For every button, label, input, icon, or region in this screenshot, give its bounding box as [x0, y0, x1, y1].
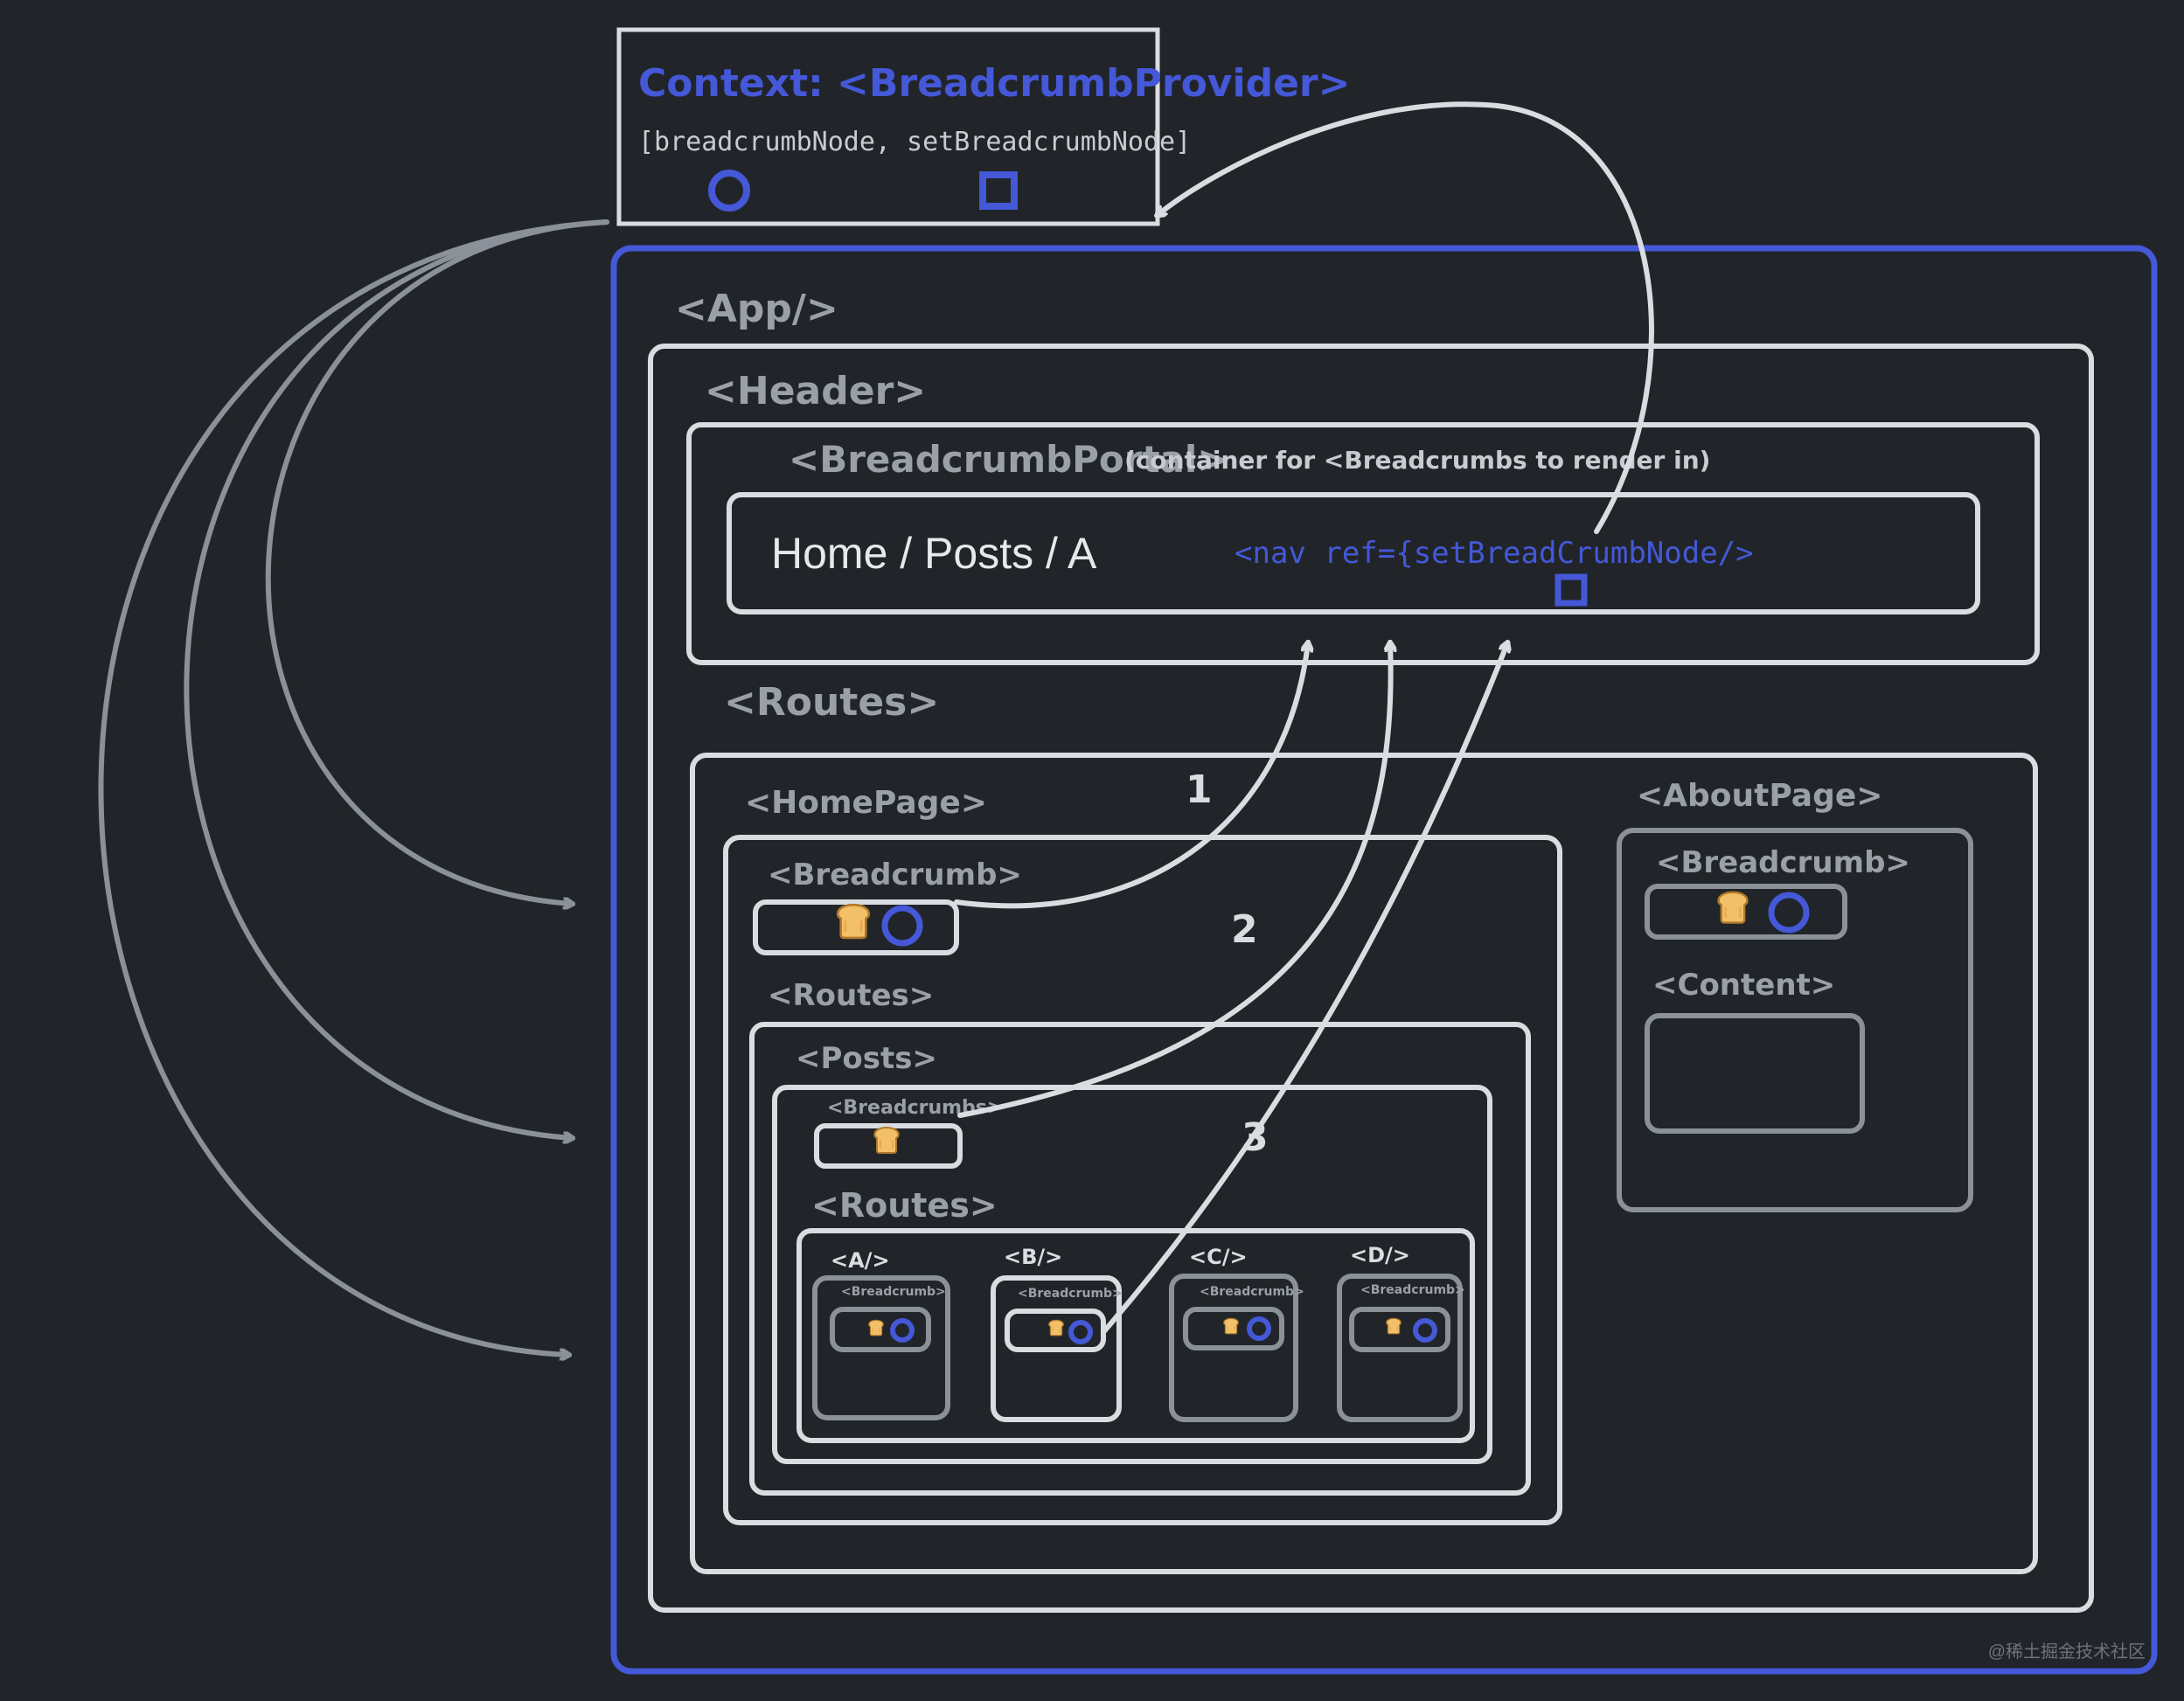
route-c-breadcrumb-label: <Breadcrumb>	[1200, 1285, 1304, 1299]
route-d-box	[1337, 1274, 1463, 1422]
nav-bar-box	[727, 492, 1980, 614]
breadcrumb-portal-label: <BreadcrumbPortal>	[789, 438, 1228, 481]
context-arrows	[98, 219, 609, 1355]
homepage-breadcrumb-box	[753, 899, 959, 955]
posts-label: <Posts>	[796, 1041, 937, 1076]
context-provider-box: Context: <BreadcrumbProvider> [breadcrum…	[616, 27, 1350, 226]
bread-emoji-icon	[1048, 1319, 1064, 1336]
breadcrumb-node-circle-icon	[1768, 892, 1810, 934]
breadcrumb-node-circle-icon	[1068, 1320, 1093, 1344]
route-c-box	[1169, 1274, 1298, 1422]
aboutpage-content-box	[1645, 1013, 1865, 1134]
portal-arrows	[954, 643, 1507, 1335]
route-d: <D/> <Breadcrumb>	[1337, 1243, 1465, 1422]
breadcrumb-node-circle-icon	[890, 1318, 915, 1343]
set-breadcrumb-node-square-icon	[979, 171, 1018, 210]
bread-emoji-icon	[836, 903, 871, 940]
step-2-label: 2	[1231, 907, 1258, 952]
routes-label: <Routes>	[724, 680, 939, 725]
nav-ref-code: <nav ref={setBreadCrumbNode/>	[1235, 536, 1754, 571]
bread-emoji-icon	[1386, 1317, 1402, 1335]
breadcrumb-trail-text: Home / Posts / A	[771, 529, 1097, 578]
bread-emoji-icon	[1223, 1317, 1239, 1335]
bread-emoji-icon	[873, 1127, 900, 1154]
watermark: @稀土掘金技术社区	[1988, 1642, 2146, 1662]
posts-routes-box	[796, 1228, 1475, 1443]
breadcrumb-node-circle-icon	[1413, 1318, 1437, 1343]
route-a-label: <A/>	[831, 1248, 890, 1273]
route-a-box	[812, 1275, 950, 1420]
breadcrumb-portal-box	[686, 422, 2040, 665]
route-d-breadcrumb-label: <Breadcrumb>	[1360, 1283, 1465, 1297]
route-b-breadcrumb-label: <Breadcrumb>	[1018, 1287, 1123, 1301]
route-a-breadcrumb-label: <Breadcrumb>	[841, 1285, 946, 1299]
route-c: <C/> <Breadcrumb>	[1169, 1245, 1304, 1422]
breadcrumb-node-circle-icon	[708, 170, 750, 212]
homepage-box	[723, 835, 1562, 1525]
routes-box	[690, 753, 2038, 1574]
nav-to-context-arrow	[1158, 101, 1654, 534]
route-a-breadcrumb-box	[830, 1307, 931, 1352]
posts-breadcrumbs-label: <Breadcrumbs>	[827, 1097, 1003, 1119]
app-label: <App/>	[675, 287, 838, 331]
context-state: [breadcrumbNode, setBreadcrumbNode]	[638, 127, 1191, 157]
app-box	[610, 245, 2158, 1675]
breadcrumb-node-circle-icon	[881, 905, 923, 947]
bread-emoji-icon	[1717, 891, 1749, 924]
posts-breadcrumbs-box	[814, 1123, 963, 1169]
homepage-label: <HomePage>	[745, 785, 987, 821]
step-3-label: 3	[1242, 1115, 1269, 1160]
context-title: Context: <BreadcrumbProvider>	[638, 61, 1350, 106]
aboutpage-content-label: <Content>	[1652, 968, 1835, 1003]
posts-box	[772, 1085, 1492, 1464]
breadcrumb-portal-note: (container for <Breadcrumbs to render in…	[1124, 446, 1710, 475]
aboutpage-label: <AboutPage>	[1637, 778, 1882, 814]
route-a: <A/> <Breadcrumb>	[812, 1248, 950, 1420]
aboutpage-breadcrumb-box	[1645, 884, 1847, 940]
posts-routes-label: <Routes>	[811, 1186, 998, 1225]
aboutpage-breadcrumb-label: <Breadcrumb>	[1656, 845, 1910, 880]
bread-emoji-icon	[868, 1319, 884, 1336]
homepage-routes-box	[749, 1022, 1531, 1496]
step-1-label: 1	[1186, 767, 1213, 812]
route-d-breadcrumb-box	[1349, 1307, 1450, 1352]
nav-square-icon	[1555, 573, 1588, 607]
route-b-label: <B/>	[1004, 1245, 1062, 1269]
homepage-routes-label: <Routes>	[768, 978, 934, 1013]
route-d-label: <D/>	[1350, 1243, 1410, 1267]
header-box	[648, 344, 2094, 1613]
route-b: <B/> <Breadcrumb>	[991, 1245, 1123, 1422]
homepage-breadcrumb-label: <Breadcrumb>	[768, 857, 1022, 892]
aboutpage-box	[1617, 828, 1973, 1212]
breadcrumb-node-circle-icon	[1247, 1316, 1271, 1341]
header-label: <Header>	[705, 369, 926, 413]
route-b-box	[991, 1275, 1122, 1422]
route-c-label: <C/>	[1189, 1245, 1248, 1269]
route-c-breadcrumb-box	[1183, 1307, 1284, 1350]
